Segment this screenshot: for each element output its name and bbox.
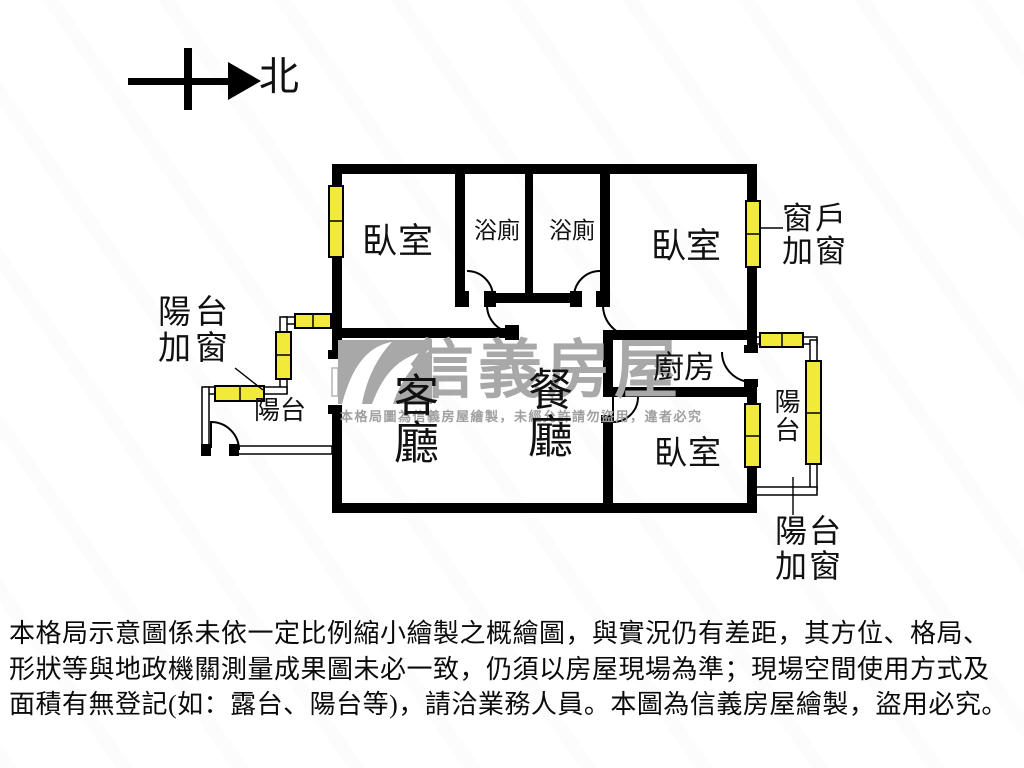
disclaimer-line-3: 面積有無登記(如：露台、陽台等)，請洽業務人員。本圖為信義房屋繪製，盜用必究。: [9, 690, 1008, 719]
annotation-line: 加窗: [775, 547, 844, 584]
room-label-bedroom3: 臥室: [654, 436, 722, 472]
room-label-bedroom2: 臥室: [651, 227, 722, 266]
disclaimer-text: 本格局示意圖係未依一定比例縮小繪製之概繪圖，與實況仍有差距，其方位、格局、 形狀…: [9, 616, 1017, 723]
annotation-right-window: 窗戶 加窗: [782, 202, 848, 269]
annotation-bottom-balcony-window: 陽台 加窗: [775, 514, 843, 583]
annotation-line: 陽台: [775, 513, 844, 549]
watermark-brand: 信義房屋: [410, 335, 682, 406]
annotation-line: 窗戶: [782, 201, 848, 236]
annotation-line: 加窗: [158, 330, 232, 367]
room-label-dining: 餐廳: [521, 366, 571, 460]
room-label-kitchen: 廚房: [653, 350, 715, 385]
room-label-balcony-left: 陽台: [254, 396, 307, 425]
windows: [214, 185, 822, 468]
annotation-line: 陽台: [158, 295, 232, 331]
room-label-balcony-right: 陽台: [771, 388, 800, 444]
brand-logo: [338, 340, 432, 404]
watermark-notice: 本格局圖為信義房屋繪製，未經允許請勿盜用，違者必究: [340, 409, 703, 424]
disclaimer-line-1: 本格局示意圖係未依一定比例縮小繪製之概繪圖，與實況仍有差距，其方位、格局、: [9, 619, 990, 648]
north-label: 北: [259, 54, 299, 99]
annotation-left-balcony-window: 陽台 加窗: [158, 295, 232, 367]
annotation-line: 加窗: [782, 234, 848, 270]
room-label-bedroom1: 臥室: [362, 222, 435, 261]
room-label-bath1: 浴廁: [474, 218, 520, 243]
room-label-bath2: 浴廁: [549, 218, 595, 243]
disclaimer-line-2: 形狀等與地政機關測量成果圖未必一致，仍須以房屋現場為準；現場空間使用方式及: [9, 654, 990, 684]
north-arrow-icon: [128, 48, 261, 110]
room-label-living: 客廳: [387, 372, 437, 466]
pointer-lines: [234, 227, 794, 515]
